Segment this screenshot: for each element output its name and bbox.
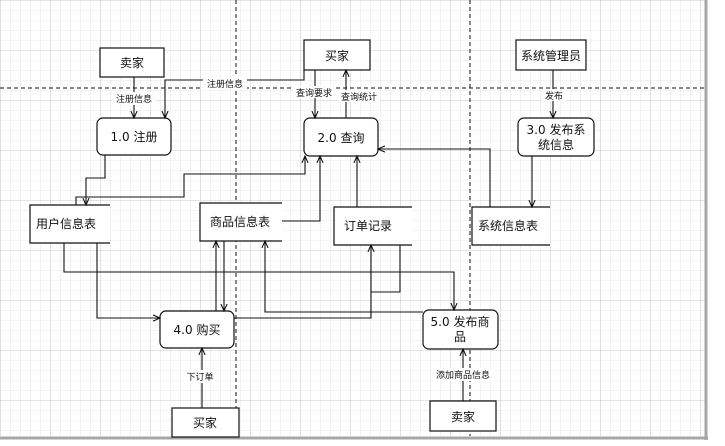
flow-user-info-to-purchase[interactable] [96, 243, 160, 318]
entity-seller-bottom[interactable]: 卖家 [429, 400, 497, 432]
process-register-label: 1.0 注册 [111, 129, 158, 144]
store-order-record-label: 订单记录 [344, 219, 392, 233]
entity-admin-label: 系统管理员 [521, 48, 581, 63]
flow-label-add-goods-info: 添加商品信息 [436, 369, 490, 381]
process-publish-system-label-2: 统信息 [538, 137, 574, 152]
process-register[interactable]: 1.0 注册 [96, 117, 172, 156]
store-system-info-label: 系统信息表 [478, 218, 538, 233]
store-user-info-label: 用户信息表 [36, 216, 96, 231]
store-system-info[interactable]: 系统信息表 [471, 206, 550, 246]
flow-system-info-to-query[interactable] [378, 149, 491, 207]
flow-labels: 注册信息 注册信息 查询要求 查询统计 发布 下订单 添加商品信息 [112, 77, 566, 383]
flow-label-register-info-buyer: 注册信息 [207, 78, 243, 90]
entity-buyer-bottom-label: 买家 [193, 415, 217, 430]
process-purchase[interactable]: 4.0 购买 [159, 310, 235, 349]
entity-seller-top-label: 卖家 [120, 55, 144, 70]
entity-buyer-top[interactable]: 买家 [303, 39, 371, 71]
entity-seller-top[interactable]: 卖家 [99, 47, 165, 78]
process-query[interactable]: 2.0 查询 [303, 117, 379, 157]
process-publish-goods-label-2: 品 [454, 330, 466, 344]
store-goods-info-label: 商品信息表 [210, 214, 270, 229]
flow-label-query-statistics: 查询统计 [341, 91, 377, 103]
flow-purchase-to-order-record[interactable] [234, 245, 371, 319]
store-user-info[interactable]: 用户信息表 [29, 204, 110, 244]
process-purchase-label: 4.0 购买 [174, 322, 221, 337]
flow-label-query-request: 查询要求 [296, 87, 332, 99]
flow-label-place-order: 下订单 [186, 371, 213, 383]
process-publish-system-label-1: 3.0 发布系 [527, 122, 586, 137]
flow-order-record-link [371, 245, 401, 293]
entity-seller-bottom-label: 卖家 [451, 409, 475, 424]
flow-publish-goods-to-goods-info[interactable] [265, 241, 423, 313]
entity-buyer-top-label: 买家 [325, 48, 349, 63]
flow-register-to-user-info[interactable] [86, 155, 106, 205]
flow-label-register-info-seller: 注册信息 [116, 93, 152, 105]
flow-user-info-to-query[interactable] [75, 156, 305, 205]
process-query-label: 2.0 查询 [318, 131, 365, 145]
entity-buyer-bottom[interactable]: 买家 [171, 407, 240, 438]
process-publish-goods-label-1: 5.0 发布商 [431, 314, 490, 329]
process-publish-goods[interactable]: 5.0 发布商 品 [422, 309, 499, 350]
flow-user-info-to-publish-goods[interactable] [63, 243, 454, 310]
store-order-record[interactable]: 订单记录 [333, 206, 412, 246]
process-publish-system[interactable]: 3.0 发布系 统信息 [517, 117, 595, 157]
flow-label-publish: 发布 [545, 90, 563, 102]
store-goods-info[interactable]: 商品信息表 [199, 202, 282, 242]
entity-admin[interactable]: 系统管理员 [515, 39, 587, 71]
flow-goods-info-to-query[interactable] [282, 156, 320, 222]
